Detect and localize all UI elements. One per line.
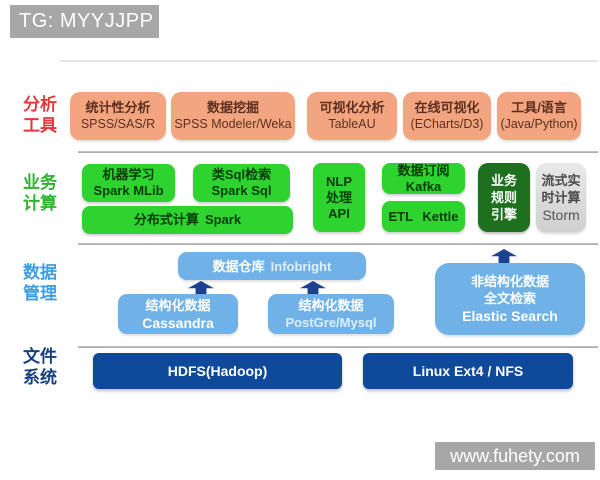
box-title: 类Sql检索 bbox=[211, 167, 272, 182]
box-subtitle: SPSS/SAS/R bbox=[80, 117, 156, 131]
box-title: Linux Ext4 / NFS bbox=[412, 363, 524, 379]
layer-label-analysis-tools: 分析 工具 bbox=[17, 94, 63, 136]
box-online-visualization: 在线可视化 (ECharts/D3) bbox=[403, 92, 491, 140]
box-line: 规则 bbox=[490, 190, 517, 205]
arrow-up-icon bbox=[300, 281, 326, 295]
label-line: 文件 bbox=[23, 347, 57, 366]
box-subtitle: Spark bbox=[204, 212, 242, 227]
box-line: Storm bbox=[542, 206, 580, 223]
box-line: 引擎 bbox=[490, 207, 517, 222]
box-subtitle: Infobright bbox=[270, 258, 332, 274]
box-line: NLP bbox=[326, 173, 352, 189]
box-line: 业务 bbox=[490, 173, 517, 188]
box-line: 时计算 bbox=[541, 189, 581, 205]
label-line: 业务 bbox=[23, 173, 57, 192]
divider bbox=[78, 151, 598, 153]
label-line: 分析 bbox=[23, 95, 57, 114]
box-title: 结构化数据 bbox=[298, 298, 364, 313]
box-title: 结构化数据 bbox=[145, 297, 211, 313]
box-visual-analysis: 可视化分析 TableAU bbox=[307, 92, 397, 140]
box-business-rules-engine: 业务 规则 引擎 bbox=[478, 163, 530, 232]
box-title: 分布式计算 bbox=[133, 212, 199, 227]
box-subtitle: PostGre/Mysql bbox=[285, 315, 377, 330]
box-subtitle: TableAU bbox=[328, 117, 376, 131]
box-hdfs-hadoop: HDFS(Hadoop) bbox=[93, 353, 342, 389]
box-data-mining: 数据挖掘 SPSS Modeler/Weka bbox=[171, 92, 295, 140]
box-line: Elastic Search bbox=[462, 308, 558, 324]
box-line: 处理 bbox=[325, 189, 352, 205]
divider bbox=[78, 243, 598, 245]
box-subtitle: Cassandra bbox=[142, 314, 214, 331]
box-line: API bbox=[328, 205, 350, 221]
box-unstructured-elastic-search: 非结构化数据 全文检索 Elastic Search bbox=[435, 263, 585, 335]
box-streaming-storm: 流式实 时计算 Storm bbox=[536, 163, 586, 232]
box-title: 数据挖掘 bbox=[206, 100, 259, 115]
box-title: 数据订阅 bbox=[397, 162, 450, 178]
box-subtitle: Kafka bbox=[405, 178, 442, 194]
box-subtitle: Spark MLib bbox=[93, 183, 164, 198]
box-statistical-analysis: 统计性分析 SPSS/SAS/R bbox=[70, 92, 166, 140]
layer-label-business-computing: 业务 计算 bbox=[17, 172, 63, 214]
box-structured-data-cassandra: 结构化数据 Cassandra bbox=[118, 294, 238, 334]
label-line: 系统 bbox=[23, 368, 57, 387]
box-tools-languages: 工具/语言 (Java/Python) bbox=[497, 92, 581, 140]
box-subtitle: (ECharts/D3) bbox=[410, 117, 484, 131]
box-data-subscription-kafka: 数据订阅 Kafka bbox=[382, 163, 465, 194]
box-title: 机器学习 bbox=[102, 167, 155, 182]
box-title: 工具/语言 bbox=[511, 100, 567, 115]
layer-label-file-system: 文件 系统 bbox=[17, 346, 63, 388]
box-nlp-api: NLP 处理 API bbox=[313, 163, 365, 232]
box-linux-ext4-nfs: Linux Ext4 / NFS bbox=[363, 353, 573, 389]
box-line: 流式实 bbox=[541, 172, 581, 188]
box-etl-kettle: ETL Kettle bbox=[382, 201, 465, 232]
box-structured-data-postgre-mysql: 结构化数据 PostGre/Mysql bbox=[268, 294, 394, 334]
box-subtitle: SPSS Modeler/Weka bbox=[174, 117, 292, 131]
divider bbox=[60, 60, 598, 62]
box-title: 统计性分析 bbox=[85, 100, 151, 115]
box-title: 数据仓库 bbox=[212, 258, 265, 274]
site-watermark: www.fuhety.com bbox=[435, 442, 595, 470]
divider bbox=[78, 346, 598, 348]
box-line: 全文检索 bbox=[483, 291, 536, 306]
box-title: 在线可视化 bbox=[414, 100, 480, 115]
box-data-warehouse-infobright: 数据仓库 Infobright bbox=[178, 252, 366, 280]
box-subtitle: Spark Sql bbox=[211, 183, 272, 198]
box-title: ETL Kettle bbox=[388, 208, 459, 224]
label-line: 工具 bbox=[23, 116, 57, 135]
label-line: 数据 bbox=[23, 263, 57, 282]
box-title: HDFS(Hadoop) bbox=[167, 363, 268, 379]
box-distributed-computing-spark: 分布式计算 Spark bbox=[82, 206, 293, 234]
label-line: 计算 bbox=[23, 194, 57, 213]
tg-watermark-badge: TG: MYYJJPP bbox=[10, 5, 159, 38]
arrow-up-icon bbox=[188, 281, 214, 295]
box-title: 可视化分析 bbox=[319, 100, 385, 115]
box-line: 非结构化数据 bbox=[470, 274, 549, 289]
box-subtitle: (Java/Python) bbox=[500, 117, 578, 131]
arrow-up-icon bbox=[491, 249, 517, 263]
box-sql-like-search: 类Sql检索 Spark Sql bbox=[193, 164, 290, 202]
label-line: 管理 bbox=[23, 284, 57, 303]
layer-label-data-management: 数据 管理 bbox=[17, 262, 63, 304]
box-machine-learning: 机器学习 Spark MLib bbox=[82, 164, 175, 202]
